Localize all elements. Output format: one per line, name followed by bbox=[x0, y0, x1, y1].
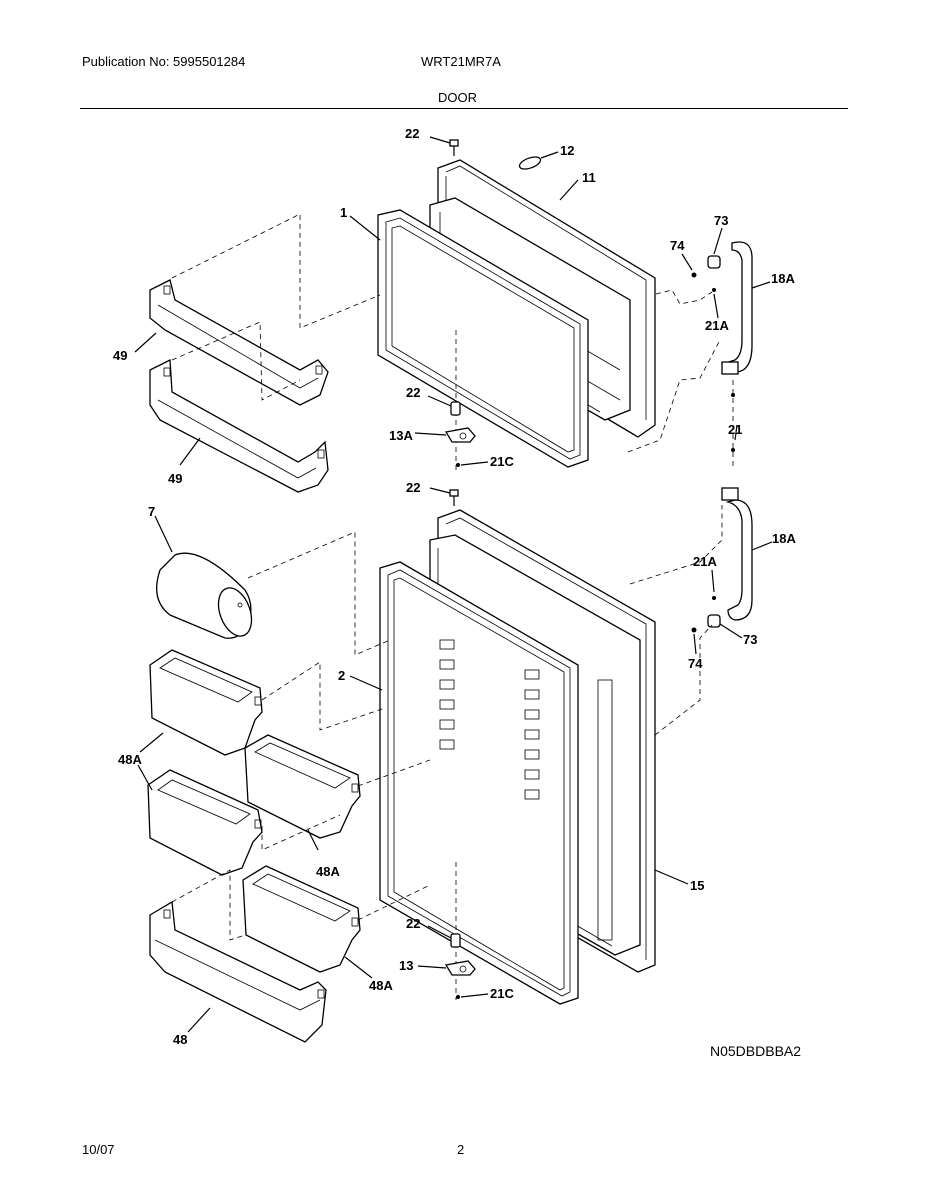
screw-74-top bbox=[681, 253, 697, 278]
freezer-handle-18A bbox=[720, 241, 771, 375]
freezer-shelf-49-lower bbox=[149, 358, 329, 493]
freezer-handle-guide-2 bbox=[627, 339, 721, 453]
door-bin-48A-mid-left bbox=[147, 769, 263, 876]
callout-7: 7 bbox=[148, 504, 155, 519]
bin-guide-1 bbox=[261, 661, 386, 731]
model-number: WRT21MR7A bbox=[421, 54, 501, 69]
callout-48A: 48A bbox=[118, 752, 142, 767]
callout-22: 22 bbox=[406, 480, 420, 495]
door-bin-48A-lower-right bbox=[242, 865, 361, 973]
freezer-shelf-guide-2 bbox=[171, 321, 301, 401]
callout-49: 49 bbox=[168, 471, 182, 486]
freezer-door-gasket bbox=[377, 209, 589, 468]
callout-73: 73 bbox=[714, 213, 728, 228]
screw-21C-bottom bbox=[456, 993, 489, 999]
leader-15 bbox=[654, 869, 689, 885]
screw-74-bottom bbox=[691, 627, 697, 655]
freezer-handle-guide bbox=[655, 289, 713, 305]
freezer-shelf-guide bbox=[171, 213, 381, 329]
leader-11 bbox=[559, 179, 579, 201]
door-bin-48A-upper-left bbox=[149, 649, 263, 756]
page-number: 2 bbox=[457, 1142, 465, 1157]
callout-48A: 48A bbox=[369, 978, 393, 993]
water-filter-7 bbox=[154, 515, 253, 639]
callout-74: 74 bbox=[688, 656, 703, 671]
callout-11: 11 bbox=[582, 170, 596, 185]
header-divider bbox=[80, 108, 848, 109]
leader-48A-a bbox=[139, 732, 164, 753]
plug-12 bbox=[518, 151, 559, 170]
leader-1 bbox=[349, 215, 381, 241]
bin-guide-2 bbox=[357, 759, 431, 787]
callout-22: 22 bbox=[406, 916, 420, 931]
filter-guide bbox=[247, 531, 391, 656]
callout-21C: 21C bbox=[490, 454, 514, 469]
freezer-shelf-49-upper bbox=[134, 279, 329, 406]
screw-21A-bottom bbox=[711, 569, 716, 600]
section-title: DOOR bbox=[438, 90, 477, 105]
fresh-food-handle-18A bbox=[721, 487, 773, 621]
hinge-pin-22-bottom bbox=[427, 925, 461, 948]
cap-73-bottom bbox=[707, 614, 743, 639]
screw-22-top bbox=[429, 136, 459, 156]
leader-2 bbox=[349, 675, 383, 691]
door-bin-supports bbox=[439, 639, 540, 800]
callout-21A: 21A bbox=[705, 318, 729, 333]
callout-49: 49 bbox=[113, 348, 127, 363]
callout-74: 74 bbox=[670, 238, 685, 253]
diagram-code: N05DBDBBA2 bbox=[710, 1043, 802, 1059]
callout-13A: 13A bbox=[389, 428, 413, 443]
screw-21C-top bbox=[456, 461, 489, 467]
screw-22-middle bbox=[429, 487, 459, 506]
callout-18A: 18A bbox=[771, 271, 795, 286]
callout-21A: 21A bbox=[693, 554, 717, 569]
cap-73-top bbox=[707, 227, 723, 269]
callout-18A: 18A bbox=[772, 531, 796, 546]
door-shelf-48 bbox=[149, 900, 327, 1043]
shelf-guide bbox=[171, 869, 246, 941]
callout-21: 21 bbox=[728, 422, 742, 437]
fresh-handle-guide bbox=[629, 505, 723, 585]
footer-date: 10/07 bbox=[82, 1142, 115, 1157]
screw-21 bbox=[731, 380, 738, 470]
hinge-13 bbox=[417, 960, 476, 976]
callout-73: 73 bbox=[743, 632, 757, 647]
fresh-food-door-gasket bbox=[379, 561, 579, 1005]
callout-22: 22 bbox=[406, 385, 420, 400]
callout-48: 48 bbox=[173, 1032, 187, 1047]
callout-15: 15 bbox=[690, 878, 704, 893]
publication-number: Publication No: 5995501284 bbox=[82, 54, 246, 69]
hinge-13A bbox=[414, 427, 476, 443]
screw-21A-top bbox=[712, 288, 719, 319]
callout-22: 22 bbox=[405, 126, 419, 141]
leader-48A-c bbox=[307, 829, 319, 851]
leader-48A-d bbox=[344, 956, 373, 979]
leader-48A-b bbox=[137, 764, 153, 791]
callout-12: 12 bbox=[560, 143, 574, 158]
callout-2: 2 bbox=[338, 668, 345, 683]
callout-1: 1 bbox=[340, 205, 347, 220]
bin-guide-4 bbox=[357, 884, 431, 921]
hinge-pin-22 bbox=[427, 395, 461, 416]
callout-13: 13 bbox=[399, 958, 413, 973]
callout-21C: 21C bbox=[490, 986, 514, 1001]
fresh-handle-guide-2 bbox=[654, 624, 713, 736]
callout-48A: 48A bbox=[316, 864, 340, 879]
door-bin-48A-mid-right bbox=[244, 734, 361, 839]
